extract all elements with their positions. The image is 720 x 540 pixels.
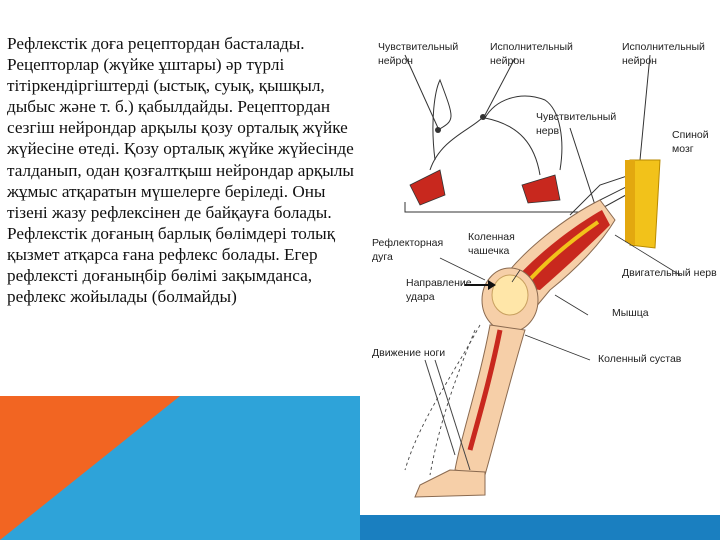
reflex-arc-bracket [404,202,601,213]
strike-arrow-head [488,280,496,290]
label-motor-neuron-2: нейрон [490,55,525,67]
text-panel: Рефлекстік доға рецептордан басталады. Р… [7,34,354,307]
label-sensory-nerve-2: нерв [536,125,559,137]
body-text: Рефлекстік доға рецептордан басталады. Р… [7,34,354,307]
label-muscle: Мышца [612,307,649,319]
label-motor-neuron-right-2: нейрон [622,55,657,67]
label-sensory-neuron-2: нейрон [378,55,413,67]
label-knee-joint: Коленный сустав [598,353,682,365]
neuron-fibers [404,54,651,236]
label-sensory-neuron: Чувствительный [378,41,458,53]
movement-pointer [424,359,456,456]
label-motor-neuron-right: Исполнительный [622,41,705,53]
label-motor-nerve: Двигательный нерв [622,267,717,279]
label-sensory-nerve: Чувствительный [536,111,616,123]
spinal-cord [625,159,661,249]
diagram-svg: Чувствительный нейрон Исполнительный ней… [372,41,717,498]
label-kneecap: Коленная [468,231,515,243]
label-spinal-cord: Спиной [672,129,709,141]
label-strike-direction: Направление [406,277,472,289]
label-reflex-arc: Рефлекторная [372,237,443,249]
background-orange-triangle [0,396,180,540]
background-dark-stripe [360,515,720,540]
label-pointers [439,234,681,361]
neuron-body [480,114,486,120]
label-leg-movement: Движение ноги [372,347,445,359]
receptor-patch-right [521,174,561,204]
label-reflex-arc-2: дуга [372,251,393,263]
receptor-patch-left [409,169,446,206]
movement-pointer [434,359,471,471]
lower-leg [414,267,539,498]
label-spinal-cord-2: мозг [672,143,694,155]
reflex-arc-diagram: Чувствительный нейрон Исполнительный ней… [360,0,720,515]
label-strike-direction-2: удара [406,291,435,303]
label-motor-neuron: Исполнительный [490,41,573,53]
label-kneecap-2: чашечка [468,245,510,257]
neuron-body [435,127,441,133]
